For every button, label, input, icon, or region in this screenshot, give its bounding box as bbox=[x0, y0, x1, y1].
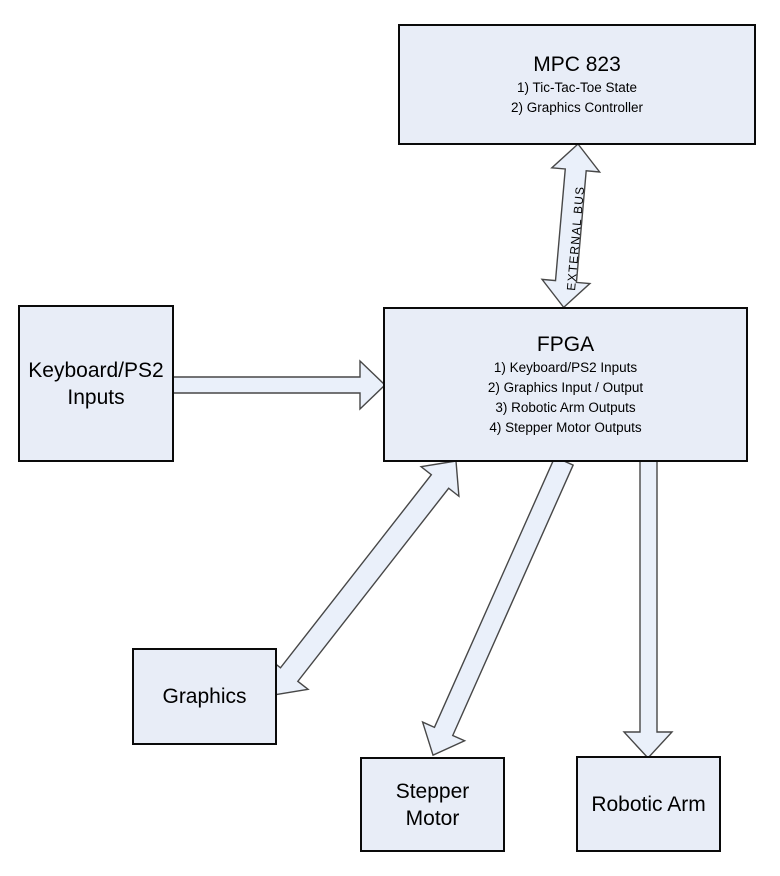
node-stepper-label-line-2: Motor bbox=[405, 806, 460, 830]
arrow-external-bus bbox=[540, 142, 602, 309]
node-keyboard-ps2-inputs: Keyboard/PS2 Inputs bbox=[18, 305, 174, 462]
node-stepper-label-line-1: Stepper bbox=[395, 779, 470, 803]
node-mpc823-item-1: 1) Tic-Tac-Toe State bbox=[516, 80, 638, 95]
node-fpga: FPGA 1) Keyboard/PS2 Inputs 2) Graphics … bbox=[383, 307, 748, 462]
arrow-keyboard-to-fpga bbox=[171, 359, 387, 411]
node-keyboard-label-line-2: Inputs bbox=[67, 385, 125, 409]
node-fpga-item-4: 4) Stepper Motor Outputs bbox=[489, 420, 642, 435]
node-fpga-item-1: 1) Keyboard/PS2 Inputs bbox=[493, 360, 638, 375]
node-graphics: Graphics bbox=[132, 648, 277, 745]
node-fpga-item-2: 2) Graphics Input / Output bbox=[487, 380, 644, 395]
arrow-fpga-to-robotic bbox=[622, 460, 674, 760]
node-mpc823-title: MPC 823 bbox=[533, 53, 621, 76]
node-fpga-title: FPGA bbox=[536, 333, 595, 356]
node-fpga-item-3: 3) Robotic Arm Outputs bbox=[495, 400, 636, 415]
node-graphics-label: Graphics bbox=[162, 685, 247, 708]
external-bus-label: EXTERNAL BUS bbox=[564, 185, 587, 291]
node-stepper-motor: Stepper Motor bbox=[360, 757, 505, 852]
node-keyboard-label-line-1: Keyboard/PS2 bbox=[28, 358, 164, 382]
node-robotic-label: Robotic Arm bbox=[591, 792, 706, 816]
node-mpc823-item-2: 2) Graphics Controller bbox=[510, 100, 644, 115]
arrow-fpga-to-stepper bbox=[421, 456, 575, 757]
node-mpc823: MPC 823 1) Tic-Tac-Toe State 2) Graphics… bbox=[398, 24, 756, 145]
arrow-fpga-graphics bbox=[269, 460, 460, 696]
node-robotic-arm: Robotic Arm bbox=[576, 756, 721, 852]
